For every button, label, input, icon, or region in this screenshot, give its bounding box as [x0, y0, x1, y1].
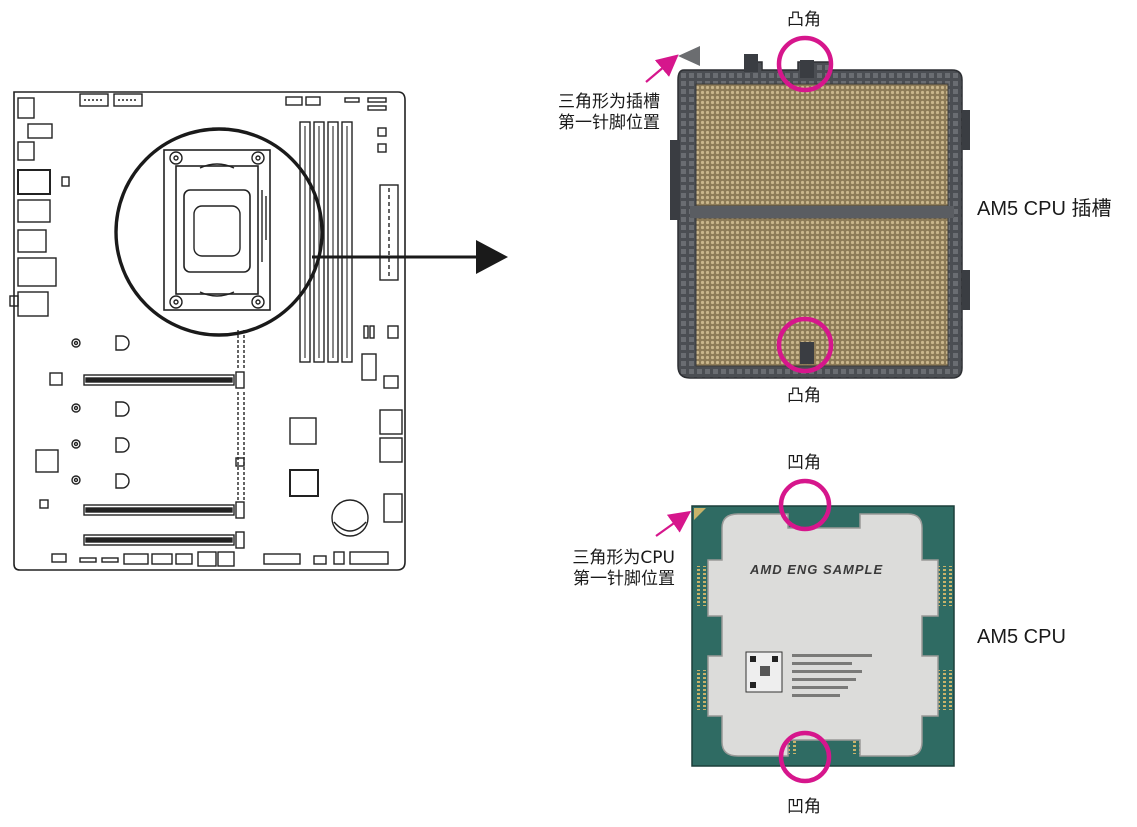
socket-bump-top-label: 凸角	[787, 10, 821, 30]
cpu-notch-top-highlight	[778, 478, 832, 532]
socket-pin1-pointer-arrow	[645, 54, 679, 83]
socket-pin1-label: 三角形为插槽 第一针脚位置	[520, 92, 660, 134]
socket-bump-top-highlight	[776, 35, 834, 93]
cpu-pin1-label-line1: 三角形为CPU	[572, 548, 675, 568]
socket-pin1-triangle-icon	[678, 46, 700, 66]
zoom-circle	[114, 127, 324, 337]
socket-bump-bottom-highlight	[776, 316, 834, 374]
cpu-pin1-label-line2: 第一针脚位置	[573, 569, 675, 589]
motherboard-illustration	[9, 91, 406, 571]
socket-bump-bottom-label: 凸角	[787, 386, 821, 406]
am5-cpu-illustration	[691, 505, 955, 767]
cpu-notch-top-label: 凹角	[787, 453, 821, 473]
am5-socket-illustration	[670, 54, 970, 379]
cpu-notch-bottom-label: 凹角	[787, 797, 821, 817]
cpu-notch-bottom-highlight	[778, 730, 832, 784]
cpu-brand-text: AMD ENG SAMPLE	[749, 562, 883, 577]
socket-pin1-label-line1: 三角形为插槽	[558, 92, 660, 112]
cpu-pin1-label: 三角形为CPU 第一针脚位置	[535, 548, 675, 590]
socket-name-label: AM5 CPU 插槽	[977, 198, 1112, 220]
cpu-name-label: AM5 CPU	[977, 626, 1066, 648]
cpu-pin1-pointer-arrow	[655, 510, 692, 537]
socket-pin1-label-line2: 第一针脚位置	[558, 113, 660, 133]
zoom-arrow-head-icon	[476, 240, 508, 274]
